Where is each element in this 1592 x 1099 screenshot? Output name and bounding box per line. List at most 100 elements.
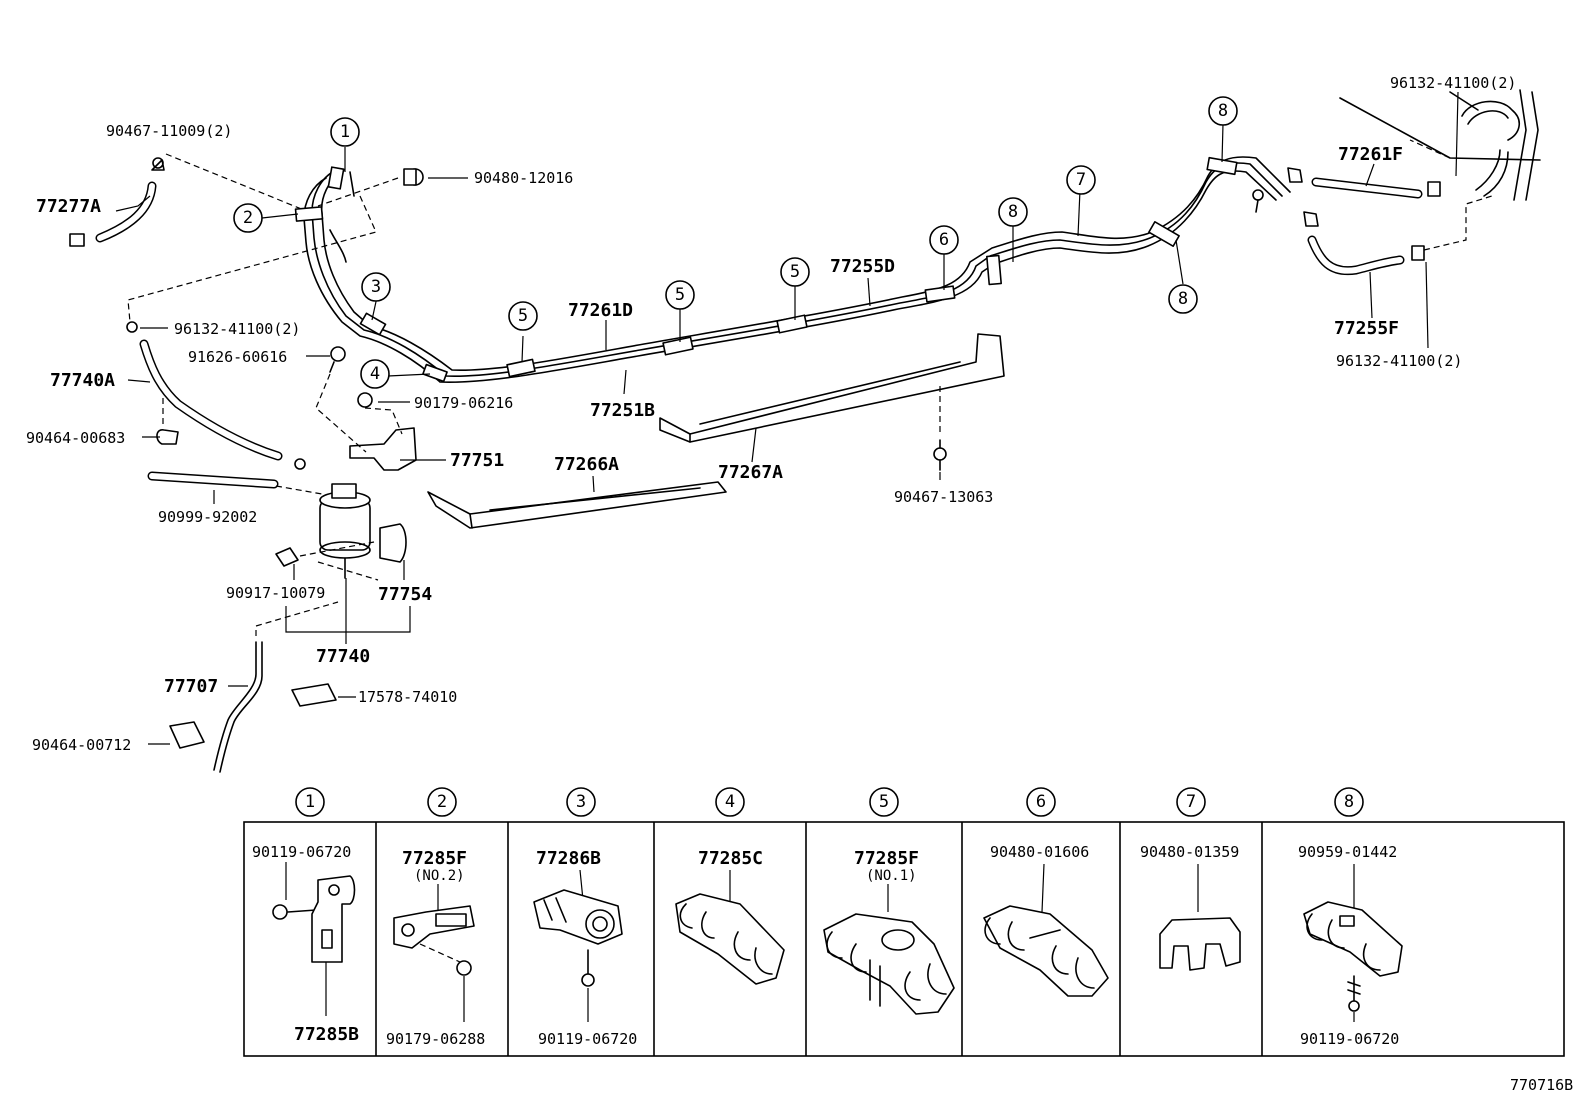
label-90917-10079: 90917-10079 — [226, 584, 325, 602]
panel-2: 77285F (NO.2) 90179-06288 — [386, 848, 485, 1048]
label-90464-00712: 90464-00712 — [32, 736, 131, 754]
callout-6: 6 — [929, 225, 959, 255]
panel-1: 90119-06720 77285B — [252, 843, 359, 1045]
svg-text:77286B: 77286B — [536, 848, 601, 869]
svg-text:77285C: 77285C — [698, 848, 763, 869]
panel-6: 90480-01606 — [983, 843, 1109, 997]
svg-text:1: 1 — [340, 122, 350, 142]
svg-text:5: 5 — [790, 262, 800, 282]
svg-text:4: 4 — [725, 792, 735, 812]
label-77266a: 77266A — [554, 454, 619, 475]
panel-7-header: 7 — [1176, 787, 1206, 817]
part-labels: 90467-11009(2) 77277A 90480-12016 96132-… — [26, 74, 1516, 754]
label-77754: 77754 — [378, 584, 432, 605]
tank-hoses-top-right — [1339, 89, 1541, 201]
panel-2-header: 2 — [427, 787, 457, 817]
svg-text:8: 8 — [1008, 202, 1018, 222]
panel-4-header: 4 — [715, 787, 745, 817]
callout-3: 3 — [361, 272, 391, 302]
panel-4: 77285C — [675, 848, 785, 985]
svg-text:6: 6 — [939, 230, 949, 250]
protector-77266a — [427, 481, 727, 529]
label-17578-74010: 17578-74010 — [358, 688, 457, 706]
svg-text:2: 2 — [437, 792, 447, 812]
svg-text:6: 6 — [1036, 792, 1046, 812]
label-77740a: 77740A — [50, 370, 115, 391]
svg-text:77285B: 77285B — [294, 1024, 359, 1045]
label-77277a: 77277A — [36, 196, 101, 217]
panel-3-header: 3 — [566, 787, 596, 817]
panel-5: 77285F (NO.1) — [823, 848, 955, 1015]
svg-text:77285F: 77285F — [402, 848, 467, 869]
callout-8a: 8 — [998, 197, 1028, 227]
hose-77740a — [126, 321, 306, 470]
svg-text:7: 7 — [1076, 170, 1086, 190]
leader-lines — [115, 91, 1459, 745]
tube-77707 — [169, 601, 339, 773]
protector-77267a — [659, 333, 1005, 471]
bracket-77751 — [315, 346, 417, 471]
label-77707: 77707 — [164, 676, 218, 697]
fuel-tube-bundle — [294, 156, 1291, 383]
callout-8c: 8 — [1168, 284, 1198, 314]
hose-77255f — [1303, 195, 1493, 276]
svg-text:7: 7 — [1186, 792, 1196, 812]
dash-lines-top-left — [127, 153, 399, 323]
label-96132-41100-right: 96132-41100(2) — [1336, 352, 1462, 370]
panel-6-header: 6 — [1026, 787, 1056, 817]
svg-text:8: 8 — [1218, 101, 1228, 121]
svg-text:2: 2 — [243, 208, 253, 228]
panel-8: 90959-01442 90119-06720 — [1298, 843, 1403, 1048]
label-77267a: 77267A — [718, 462, 783, 483]
hose-77261f — [1287, 167, 1441, 199]
label-90467-13063: 90467-13063 — [894, 488, 993, 506]
label-90464-00683: 90464-00683 — [26, 429, 125, 447]
label-77261d: 77261D — [568, 300, 633, 321]
label-90467-11009: 90467-11009(2) — [106, 122, 232, 140]
hose-77277a — [69, 157, 424, 247]
callout-7: 7 — [1066, 165, 1096, 195]
svg-text:77285F: 77285F — [854, 848, 919, 869]
svg-text:3: 3 — [371, 277, 381, 297]
hose-90999-92002 — [147, 471, 323, 495]
svg-text:(NO.1): (NO.1) — [866, 868, 917, 884]
label-77255f: 77255F — [1334, 318, 1399, 339]
label-90179-06216: 90179-06216 — [414, 394, 513, 412]
label-91626-60616: 91626-60616 — [188, 348, 287, 366]
label-77740: 77740 — [316, 646, 370, 667]
panel-5-header: 5 — [869, 787, 899, 817]
panel-8-header: 8 — [1334, 787, 1364, 817]
label-77751: 77751 — [450, 450, 504, 471]
callout-5b: 5 — [665, 280, 695, 310]
diagram-id-code: 770716B — [1510, 1076, 1573, 1094]
svg-text:5: 5 — [675, 285, 685, 305]
main-callouts: 1 2 3 4 5 5 5 6 8 7 8 8 — [233, 96, 1238, 389]
callout-4: 4 — [360, 359, 390, 389]
svg-text:90480-01606: 90480-01606 — [990, 843, 1089, 861]
panel-3: 77286B 90119-06720 — [533, 848, 637, 1048]
svg-text:90480-01359: 90480-01359 — [1140, 843, 1239, 861]
callout-8b: 8 — [1208, 96, 1238, 126]
label-96132-41100-top: 96132-41100(2) — [1390, 74, 1516, 92]
label-77261f: 77261F — [1338, 144, 1403, 165]
callout-2: 2 — [233, 203, 263, 233]
svg-text:90119-06720: 90119-06720 — [252, 843, 351, 861]
svg-text:4: 4 — [370, 364, 380, 384]
svg-text:5: 5 — [879, 792, 889, 812]
svg-text:5: 5 — [518, 306, 528, 326]
svg-text:(NO.2): (NO.2) — [414, 868, 465, 884]
label-96132-41100-left: 96132-41100(2) — [174, 320, 300, 338]
callout-5a: 5 — [508, 301, 538, 331]
svg-text:3: 3 — [576, 792, 586, 812]
charcoal-canister-77740 — [275, 483, 407, 581]
label-90999-92002: 90999-92002 — [158, 508, 257, 526]
label-90480-12016: 90480-12016 — [474, 169, 573, 187]
panel-7: 90480-01359 — [1140, 843, 1241, 971]
svg-text:90179-06288: 90179-06288 — [386, 1030, 485, 1048]
label-77251b: 77251B — [590, 400, 655, 421]
label-77255d: 77255D — [830, 256, 895, 277]
svg-text:8: 8 — [1344, 792, 1354, 812]
panel-1-header: 1 — [295, 787, 325, 817]
svg-text:90959-01442: 90959-01442 — [1298, 843, 1397, 861]
